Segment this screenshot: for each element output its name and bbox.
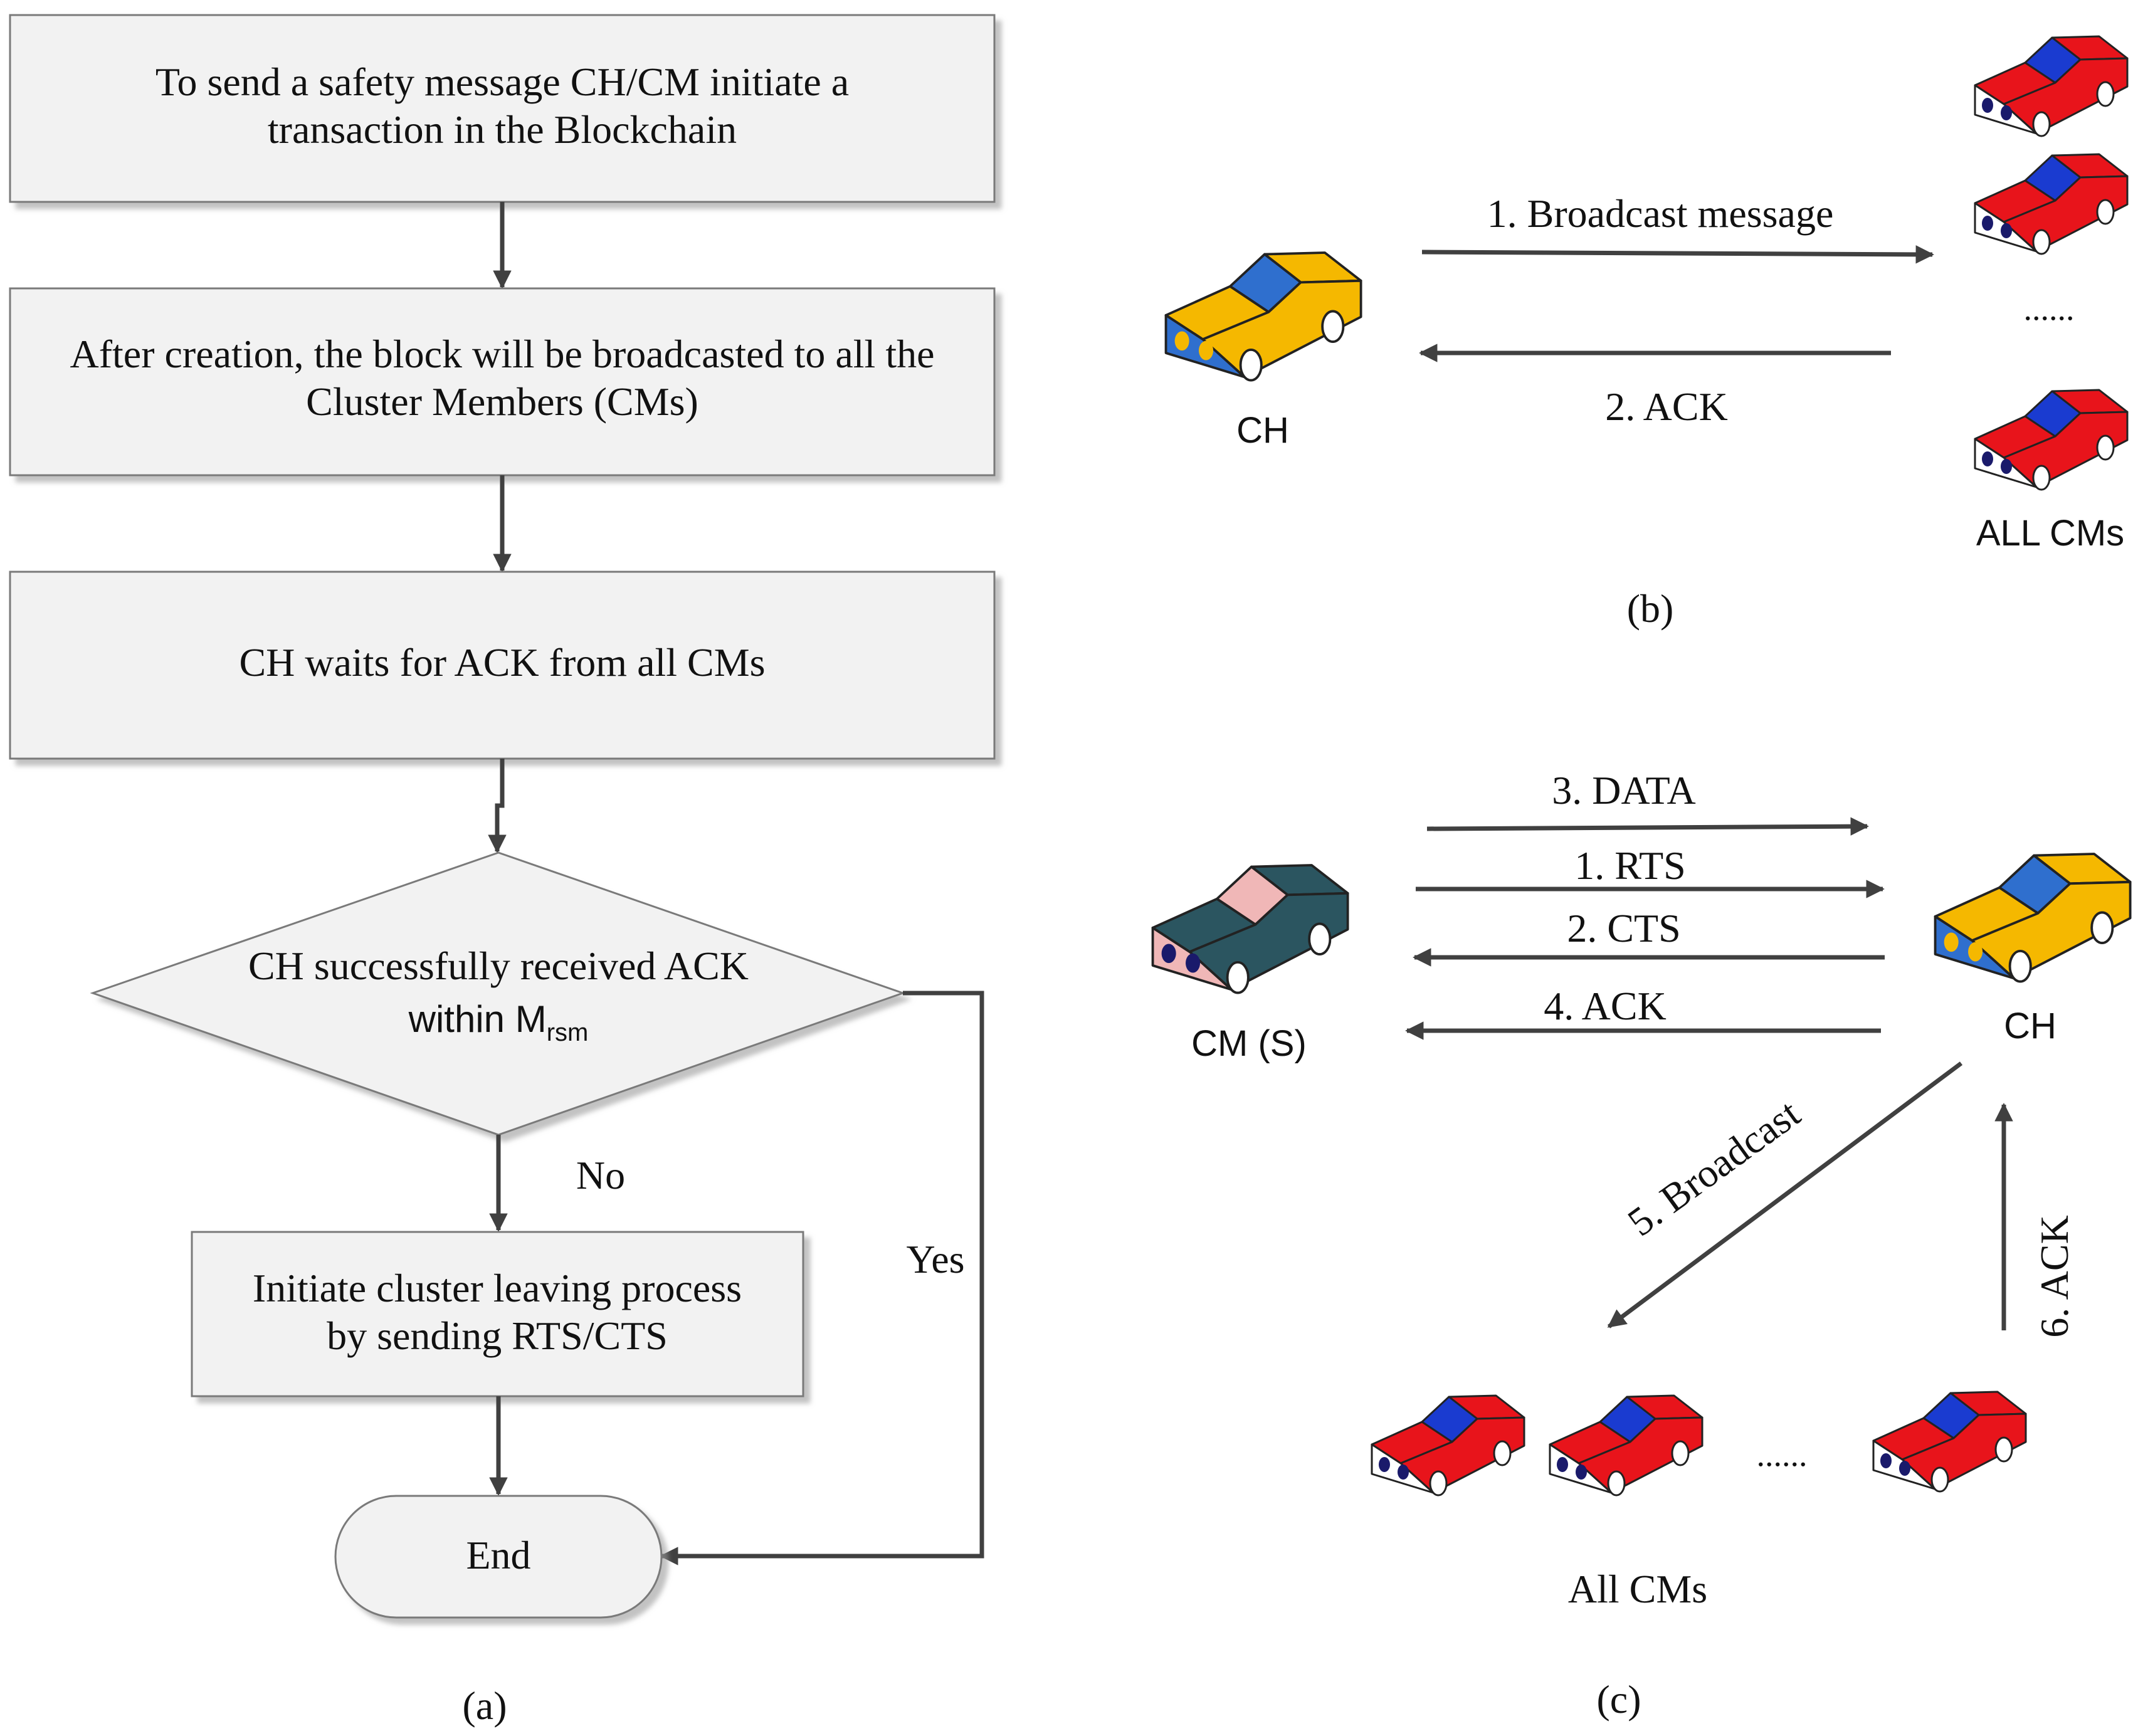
arrow-step3-to-decision [488,759,507,853]
ellipsis-c: ...... [1757,1436,1808,1473]
cm-car-red-c-2 [1549,1394,1704,1497]
broadcast-message-label: 1. Broadcast message [1487,191,1834,236]
cts-label: 2. CTS [1567,906,1680,950]
ellipsis-b: ...... [2024,290,2075,327]
step-2-text-line-2: Cluster Members (CMs) [306,379,698,424]
rts-label: 1. RTS [1574,843,1686,888]
decision-subscript: rsm [547,1019,589,1046]
cm-car-teal-c [1151,864,1349,994]
flowchart: To send a safety message CH/CM initiate … [9,14,996,1728]
yes-label: Yes [906,1237,964,1281]
caption-c: (c) [1596,1677,1641,1722]
step-2-text-line-1: After creation, the block will be broadc… [70,332,934,376]
end-terminator: End [334,1495,663,1619]
end-text: End [466,1533,530,1577]
all-cms-label-c: All CMs [1568,1567,1707,1611]
no-label: No [576,1153,625,1197]
cm-car-red-c-1 [1371,1394,1525,1497]
yes-path-arrow [660,991,984,1565]
step-4-text-line-1: Initiate cluster leaving process [253,1266,742,1310]
ack4-label: 4. ACK [1544,984,1667,1028]
cm-car-red-b-1 [1974,35,2129,137]
step-1-text-line-2: transaction in the Blockchain [268,107,737,152]
ch-label-c: CH [2004,1006,2056,1046]
decision-text-line-1: CH successfully received ACK [248,944,749,988]
decision-within-text: within M [408,998,547,1040]
ch-car-yellow-b [1164,251,1362,382]
decision-text-line-2: within Mrsm [408,998,589,1046]
broadcast-label-c: 5. Broadcast [1619,1091,1808,1245]
caption-a: (a) [462,1683,507,1728]
decision-diamond: CH successfully received ACK within Mrsm [90,851,906,1136]
step-box-1: To send a safety message CH/CM initiate … [9,14,996,203]
data-arrow [1426,817,1869,836]
step-box-3: CH waits for ACK from all CMs [9,571,996,760]
ch-car-yellow-c [1934,853,2132,983]
panel-b: CH 1. Broadcast message 2. ACK ...... AL… [1164,35,2129,631]
step-box-4: Initiate cluster leaving process by send… [191,1231,804,1397]
broadcast-message-arrow [1421,245,1934,264]
cm-car-red-b-3 [1974,389,2129,491]
ch-label-b: CH [1236,410,1289,451]
cm-s-label: CM (S) [1191,1023,1307,1064]
cm-car-red-b-2 [1974,153,2129,255]
broadcast-diagonal-arrow [1607,1061,1963,1328]
cm-car-red-c-3 [1872,1391,2027,1493]
ack-label-b: 2. ACK [1605,384,1728,429]
data-label: 3. DATA [1552,768,1696,813]
step-3-text: CH waits for ACK from all CMs [239,640,765,685]
caption-b: (b) [1627,586,1674,631]
step-4-text-line-2: by sending RTS/CTS [327,1313,668,1358]
step-1-text-line-1: To send a safety message CH/CM initiate … [155,60,849,104]
all-cms-label-b: ALL CMs [1976,513,2124,554]
panel-c: CM (S) CH 3. DATA 1. RTS 2. CTS 4. ACK 5… [1151,768,2132,1722]
ack6-label: 6. ACK [2032,1215,2077,1338]
step-box-2: After creation, the block will be broadc… [9,287,996,476]
